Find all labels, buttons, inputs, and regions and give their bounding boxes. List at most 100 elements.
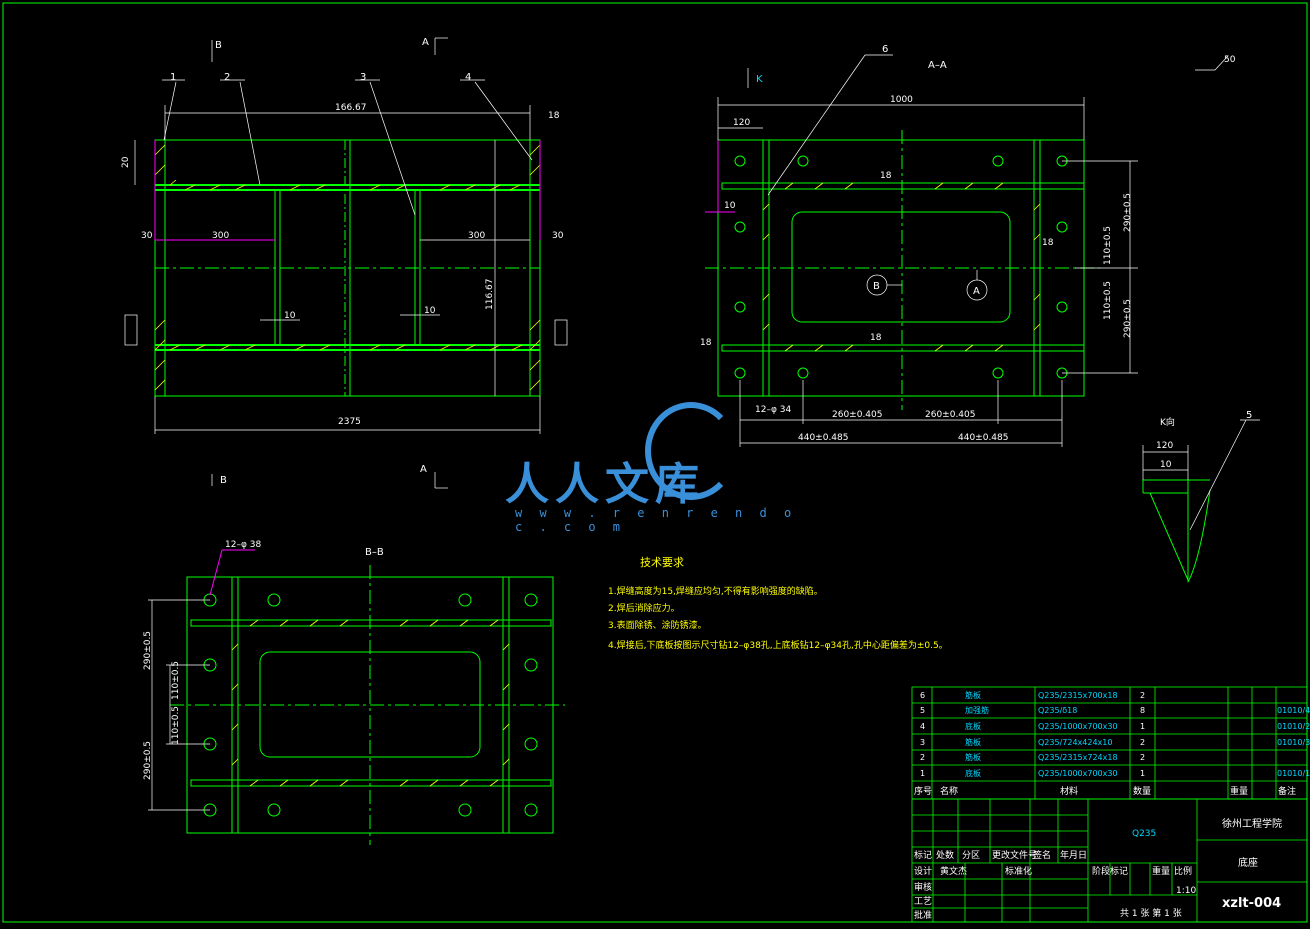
dim-aa-b4: 440±0.485 — [958, 433, 1008, 443]
title-date: 年月日 — [1060, 849, 1087, 861]
dim-aa-18b: 18 — [880, 171, 892, 181]
bom-header-name: 名称 — [940, 785, 958, 797]
tech-item-3: 3.表面除锈、涂防锈漆。 — [608, 619, 707, 631]
dim-300-left: 300 — [212, 231, 229, 241]
bom-cell-no: 1 — [920, 769, 925, 778]
title-author: 黄文杰 — [940, 865, 967, 877]
section-aa-title: A–A — [928, 60, 947, 71]
section-aa-view — [705, 130, 1100, 410]
view-k-labels: K向 120 10 5 — [1156, 410, 1252, 470]
dim-30-left: 30 — [141, 231, 153, 241]
dim-k-120: 120 — [1156, 441, 1173, 451]
bom-cell-no: 4 — [920, 722, 925, 731]
bom-cell-mat: Q235/δ18 — [1038, 706, 1077, 715]
section-aa-hatch — [762, 182, 1041, 352]
section-aa-labels: A–A K 6 1000 120 10 18 18 18 18 290±0.5 … — [700, 44, 1236, 443]
bom-cell-no: 3 — [920, 738, 925, 747]
view-k-title: K向 — [1160, 416, 1175, 428]
bom-cell-mat: Q235/724x424x10 — [1038, 738, 1112, 747]
section-bb-hatch — [231, 619, 510, 787]
front-view-labels: B A B A 1 2 3 4 166.67 20 30 300 300 30 … — [121, 37, 564, 486]
bom-cell-qty: 1 — [1140, 769, 1145, 778]
title-drawing-no: xzlt-004 — [1222, 896, 1281, 911]
section-bb-view — [170, 565, 565, 845]
bom-header-no: 序号 — [914, 785, 932, 797]
bom-table — [911, 686, 1308, 800]
title-mark: 标记 — [914, 849, 932, 861]
part-label-2: 2 — [224, 72, 230, 83]
view-k-dims — [1142, 419, 1260, 531]
bom-cell-name: 底板 — [965, 721, 981, 731]
title-school: 徐州工程学院 — [1222, 817, 1282, 830]
watermark-ring-icon — [645, 402, 737, 500]
view-mark-A-bottom: A — [420, 464, 427, 475]
title-count: 处数 — [936, 849, 954, 861]
title-zone: 分区 — [962, 850, 980, 861]
bom-header-qty: 数量 — [1133, 785, 1151, 797]
part-label-1: 1 — [170, 72, 176, 83]
view-k-detail — [1142, 479, 1211, 583]
dim-k-10: 10 — [1160, 460, 1172, 470]
bom-cell-mat: Q235/1000x700x30 — [1038, 769, 1118, 778]
dim-aa-r2: 110±0.5 — [1103, 226, 1113, 265]
title-scale: 1:10 — [1176, 886, 1196, 896]
dim-30-right: 30 — [552, 231, 564, 241]
dim-bb-l2: 110±0.5 — [171, 661, 181, 700]
view-mark-B-bottom: B — [220, 475, 227, 486]
bom-cell-no: 2 — [920, 753, 925, 762]
title-ratio: 比例 — [1174, 865, 1192, 877]
title-designer: 设计 — [914, 865, 932, 877]
dim-aa-width: 1000 — [890, 95, 913, 105]
watermark-brand: 人人文库 — [505, 459, 705, 510]
title-stage: 阶段标记 — [1092, 865, 1128, 877]
bom-cell-mat: Q235/2315x724x18 — [1038, 753, 1118, 762]
bom-cell-qty: 2 — [1140, 691, 1145, 700]
dim-aa-10: 10 — [724, 201, 736, 211]
bom-cell-code: 01010/3 — [1277, 738, 1310, 747]
bom-cell-name: 筋板 — [965, 690, 981, 700]
title-checker: 审核 — [914, 881, 932, 893]
dim-aa-holes: 12–φ 34 — [755, 405, 791, 415]
section-bb-dims — [148, 599, 210, 811]
section-bb-labels: B–B 12–φ 38 290±0.5 110±0.5 110±0.5 290±… — [143, 540, 384, 780]
front-view — [154, 139, 541, 397]
front-view-leaders — [154, 140, 541, 241]
dim-aa-r4: 290±0.5 — [1123, 299, 1133, 338]
dim-height: 116.67 — [485, 279, 495, 311]
dim-aa-b3: 440±0.485 — [798, 433, 848, 443]
bom-cell-no: 5 — [920, 706, 925, 715]
bom-cell-mat: Q235/2315x700x18 — [1038, 691, 1118, 700]
tech-title: 技术要求 — [640, 556, 684, 569]
bom-header-note: 备注 — [1278, 785, 1296, 797]
dim-bb-l1: 290±0.5 — [143, 631, 153, 670]
bom-cell-code: 01010/4 — [1277, 706, 1310, 715]
title-sign: 签名 — [1033, 849, 1051, 861]
title-material: Q235 — [1132, 829, 1156, 839]
dim-300-right: 300 — [468, 231, 485, 241]
bom-header: 序号 名称 材料 数量 重量 备注 — [914, 785, 1296, 797]
bom-cell-mat: Q235/1000x700x30 — [1038, 722, 1118, 731]
bom-cell-qty: 2 — [1140, 753, 1145, 762]
tech-item-4: 4.焊接后,下底板按图示尺寸钻12–φ38孔,上底板钻12–φ34孔,孔中心距偏… — [608, 639, 948, 651]
part-label-3: 3 — [360, 72, 366, 83]
bom-cell-name: 筋板 — [965, 737, 981, 747]
bom-cell-name: 底板 — [965, 768, 981, 778]
part-label-4: 4 — [465, 72, 471, 83]
title-part-name: 底座 — [1238, 856, 1258, 869]
bom-header-weight: 重量 — [1230, 785, 1248, 797]
front-view-hatch — [154, 144, 541, 391]
part-label-5: 5 — [1246, 410, 1252, 421]
dim-aa-b1: 260±0.405 — [832, 410, 882, 420]
section-mark-A: A — [973, 286, 980, 297]
title-weight: 重量 — [1152, 865, 1170, 877]
dim-aa-120: 120 — [733, 118, 750, 128]
watermark: 人人文库 w w w . r e n r e n d o c . c o m — [505, 400, 805, 534]
section-bb-leaders — [209, 549, 255, 596]
dim-aa-r1: 290±0.5 — [1123, 193, 1133, 232]
tech-item-2: 2.焊后消除应力。 — [608, 602, 680, 614]
part-label-6: 6 — [882, 44, 888, 55]
dim-bb-holes: 12–φ 38 — [225, 540, 261, 550]
dim-aa-r3: 110±0.5 — [1103, 281, 1113, 320]
